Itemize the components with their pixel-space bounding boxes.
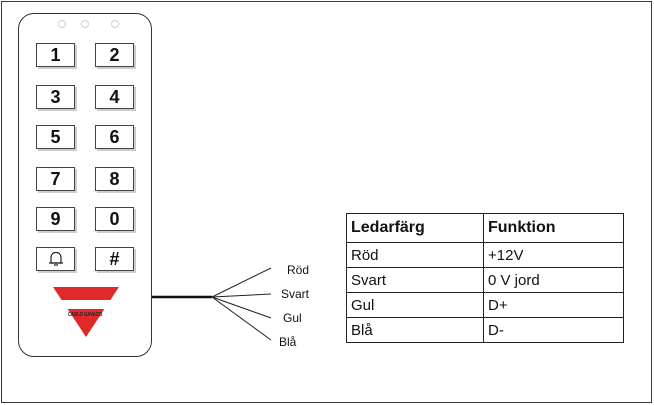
key-0[interactable]: 0	[95, 207, 134, 231]
cell-wire-color: Blå	[346, 317, 484, 343]
key-9[interactable]: 9	[36, 207, 75, 231]
cell-function: +12V	[483, 242, 624, 268]
cell-function: D-	[483, 317, 624, 343]
key-7[interactable]: 7	[36, 167, 75, 191]
wire-svart	[211, 293, 272, 298]
keypad: 1 2 3 4 5 6 7 8 9 0 # CARLO GAVAZZI	[18, 13, 152, 357]
table-row: Blå D-	[346, 317, 624, 343]
key-1[interactable]: 1	[36, 43, 75, 67]
table-row: Svart 0 V jord	[346, 267, 624, 293]
column-header-function: Funktion	[483, 213, 624, 243]
bell-icon	[48, 251, 63, 266]
key-hash[interactable]: #	[95, 247, 134, 271]
key-6[interactable]: 6	[95, 125, 134, 149]
cell-wire-color: Gul	[346, 292, 484, 318]
key-4[interactable]: 4	[95, 85, 134, 109]
table-row: Röd +12V	[346, 242, 624, 268]
wire-label-gul: Gul	[283, 311, 302, 325]
function-table: Ledarfärg Funktion Röd +12V Svart 0 V jo…	[346, 213, 624, 343]
cell-wire-color: Svart	[346, 267, 484, 293]
brand-logo-text: CARLO GAVAZZI	[67, 312, 103, 318]
wire-label-svart: Svart	[281, 287, 310, 301]
cell-function: 0 V jord	[483, 267, 624, 293]
key-5[interactable]: 5	[36, 125, 75, 149]
cell-wire-color: Röd	[346, 242, 484, 268]
wire-label-bla: Blå	[279, 335, 297, 349]
key-8[interactable]: 8	[95, 167, 134, 191]
cell-function: D+	[483, 292, 624, 318]
status-led	[81, 20, 89, 28]
wire-gul	[211, 296, 272, 319]
status-led	[58, 20, 66, 28]
key-3[interactable]: 3	[36, 85, 75, 109]
wire-label-rod: Röd	[287, 263, 309, 277]
table-header-row: Ledarfärg Funktion	[346, 213, 624, 243]
column-header-wire-color: Ledarfärg	[346, 213, 484, 243]
wire-bla	[211, 296, 272, 341]
key-2[interactable]: 2	[95, 43, 134, 67]
logo-triangle	[53, 287, 119, 337]
wire-rod	[211, 267, 272, 298]
status-led	[111, 20, 119, 28]
key-bell[interactable]	[36, 247, 75, 271]
table-row: Gul D+	[346, 292, 624, 318]
